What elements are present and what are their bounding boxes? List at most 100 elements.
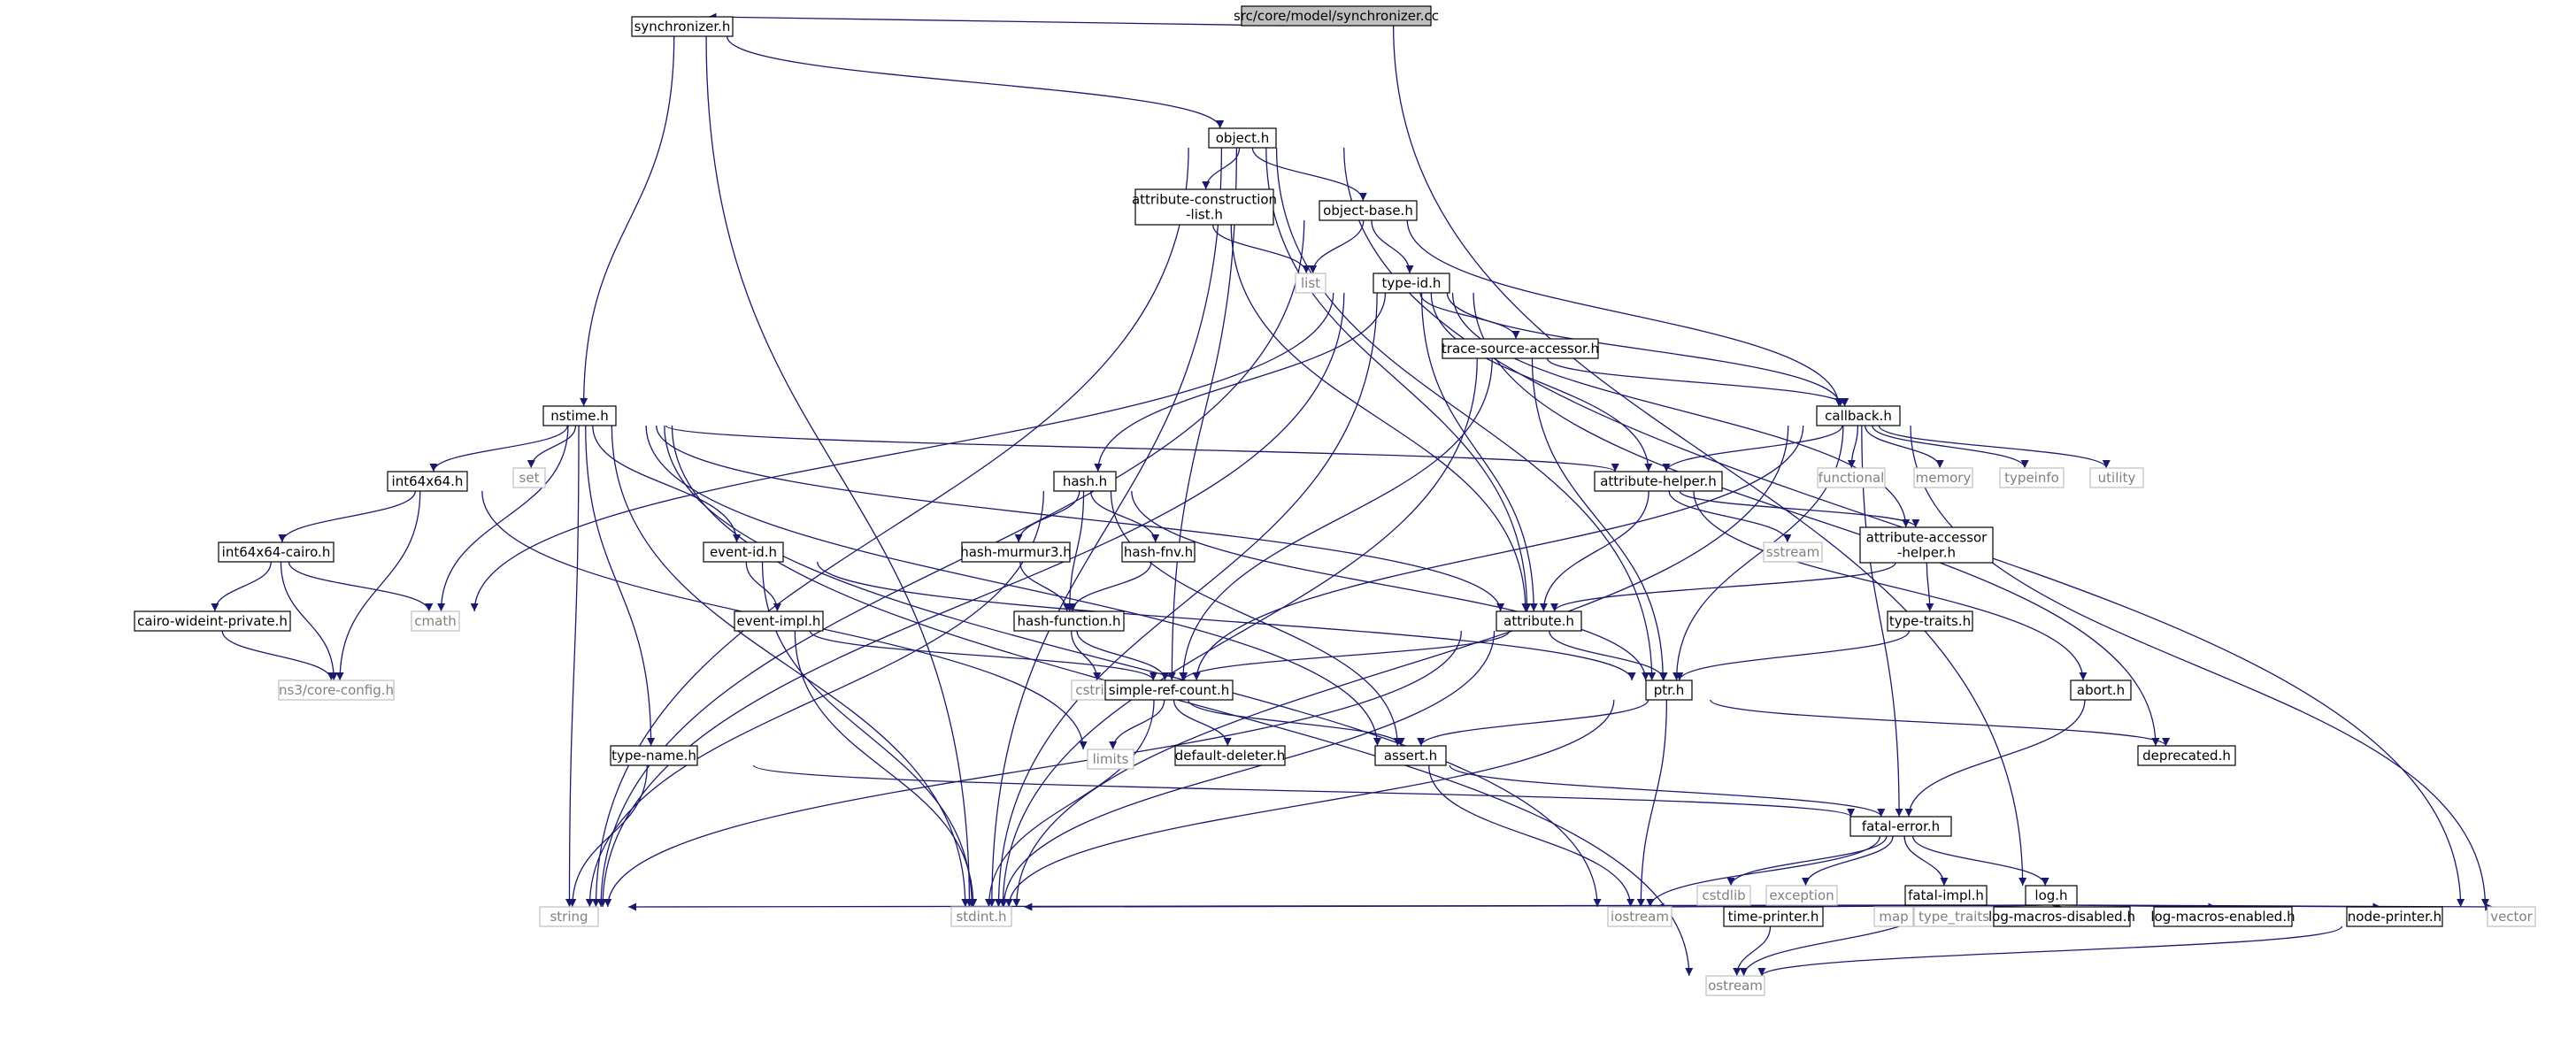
node-box (1319, 200, 1418, 221)
node-box (1496, 610, 1582, 632)
edge-ptr-to-iostream (1636, 699, 1668, 908)
node-attribute[interactable]: attribute.h (1496, 610, 1582, 632)
node-nstime[interactable]: nstime.h (542, 405, 617, 426)
edge-trace_source-to-ptr (1531, 357, 1667, 681)
edge-type_id-to-cmath (470, 292, 1334, 612)
node-label: event-id.h (710, 544, 777, 560)
edge-attribute-to-string (604, 630, 1462, 908)
node-log-enabled[interactable]: log-macros-enabled.h (2150, 906, 2295, 927)
node-log-disabled[interactable]: log-macros-disabled.h (1988, 906, 2135, 927)
edge-object_base-to-list (1309, 219, 1365, 274)
node-iostream: iostream (1607, 906, 1672, 927)
node-label: event-impl.h (737, 613, 821, 629)
edge-nstime-to-iostream (664, 425, 1602, 908)
node-label: hash-function.h (1018, 613, 1121, 629)
node-box (1859, 526, 1994, 564)
node-event-impl[interactable]: event-impl.h (734, 610, 824, 632)
edge-nstime-to-assert (645, 425, 1381, 747)
edge-callback-to-functional (1847, 425, 1859, 469)
node-hash-fnv[interactable]: hash-fnv.h (1121, 541, 1196, 563)
node-int64x64[interactable]: int64x64.h (387, 471, 468, 492)
node-label: type_traits (1919, 909, 1989, 925)
node-list: list (1295, 273, 1326, 294)
edge-simple_ref-to-assert (1188, 699, 1405, 747)
edge-event_impl-to-stdint (794, 630, 978, 908)
edge-nstime-to-stdint (611, 425, 970, 908)
node-synchronizer[interactable]: synchronizer.h (631, 16, 734, 37)
node-deprecated[interactable]: deprecated.h (2137, 745, 2236, 766)
edge-nstime-to-event_id (592, 425, 742, 543)
node-time-printer[interactable]: time-printer.h (1723, 906, 1824, 927)
node-label: fatal-error.h (1862, 818, 1940, 834)
node-hash[interactable]: hash.h (1053, 471, 1117, 492)
node-box (1849, 816, 1952, 837)
node-assert[interactable]: assert.h (1374, 745, 1447, 766)
node-box (2089, 467, 2144, 488)
node-ptr[interactable]: ptr.h (1645, 680, 1693, 701)
node-attr-helper[interactable]: attribute-helper.h (1594, 471, 1723, 492)
edge-object-to-attribute (1265, 147, 1532, 612)
node-simple-ref[interactable]: simple-ref-count.h (1104, 680, 1234, 701)
node-box (734, 610, 824, 632)
node-box (1594, 471, 1723, 492)
edge-object-to-ptr (1275, 147, 1657, 681)
node-label: ns3/core-config.h (279, 682, 394, 698)
node-label: cmath (414, 613, 456, 629)
node-type-traits-h[interactable]: type-traits.h (1887, 610, 1973, 632)
node-label: ptr.h (1654, 682, 1684, 698)
node-label: map (1879, 909, 1908, 925)
node-label: nstime.h (550, 408, 609, 424)
edge-node_printer-to-ostream (1757, 925, 2343, 977)
edge-assert-to-iostream (1428, 764, 1635, 908)
edge-event_impl-to-simple_ref (809, 630, 1157, 681)
node-box (387, 471, 468, 492)
node-stdint: stdint.h (950, 906, 1012, 927)
nodes-layer: src/core/model/synchronizer.cc synchroniz… (134, 5, 2536, 996)
node-trace-source[interactable]: trace-source-accessor.h (1442, 338, 1599, 359)
node-type-id[interactable]: type-id.h (1373, 273, 1450, 294)
node-label: -helper.h (1897, 545, 1956, 561)
node-cairo-wideint[interactable]: cairo-wideint-private.h (134, 610, 291, 632)
edge-attr_accessor-to-attribute (1550, 562, 1896, 612)
node-log[interactable]: log.h (2025, 885, 2078, 906)
node-label: attribute-accessor (1866, 530, 1988, 546)
node-default-deleter[interactable]: default-deleter.h (1174, 745, 1286, 766)
edge-attr_helper-to-sstream (1668, 490, 1792, 543)
node-box (539, 906, 599, 927)
node-node-printer[interactable]: node-printer.h (2346, 906, 2443, 927)
node-box (1053, 471, 1117, 492)
node-callback[interactable]: callback.h (1816, 405, 1901, 426)
node-int64x64-cairo[interactable]: int64x64-cairo.h (218, 541, 334, 563)
node-attr-accessor[interactable]: attribute-accessor-helper.h (1859, 526, 1994, 564)
edge-synchronizer-to-stdint (705, 35, 973, 908)
node-label: int64x64.h (392, 473, 464, 489)
node-box (2346, 906, 2443, 927)
edge-callback-to-fatal_error (1861, 425, 1903, 818)
node-label: typeinfo (2004, 470, 2059, 486)
node-object-base[interactable]: object-base.h (1319, 200, 1418, 221)
edge-nstime-to-string (565, 425, 580, 908)
node-hash-function[interactable]: hash-function.h (1013, 610, 1125, 632)
node-core-config: ns3/core-config.h (278, 680, 395, 701)
node-label: utility (2098, 470, 2136, 486)
edge-int64x64-to-core_config (335, 490, 421, 681)
edge-time_printer-to-ostream (1733, 925, 1772, 977)
node-box (1295, 273, 1326, 294)
node-fatal-error[interactable]: fatal-error.h (1849, 816, 1952, 837)
node-fatal-impl[interactable]: fatal-impl.h (1904, 885, 1988, 906)
node-event-id[interactable]: event-id.h (703, 541, 784, 563)
edge-nstime-to-ostream (671, 425, 1694, 977)
node-object[interactable]: object.h (1208, 127, 1277, 149)
node-root[interactable]: src/core/model/synchronizer.cc (1234, 5, 1439, 27)
node-type-name[interactable]: type-name.h (610, 745, 698, 766)
node-box (610, 745, 698, 766)
edge-attr_construction-to-attribute (1230, 224, 1530, 612)
node-label: fatal-impl.h (1908, 887, 1984, 903)
node-label: log-macros-disabled.h (1988, 909, 2135, 925)
edge-hash-to-assert (1110, 490, 1402, 747)
node-label: node-printer.h (2348, 909, 2441, 925)
node-abort[interactable]: abort.h (2070, 680, 2132, 701)
edge-type_id-to-callback (1446, 292, 1845, 407)
node-attr-construction[interactable]: attribute-construction-list.h (1132, 188, 1277, 226)
node-hash-murmur3[interactable]: hash-murmur3.h (960, 541, 1072, 563)
